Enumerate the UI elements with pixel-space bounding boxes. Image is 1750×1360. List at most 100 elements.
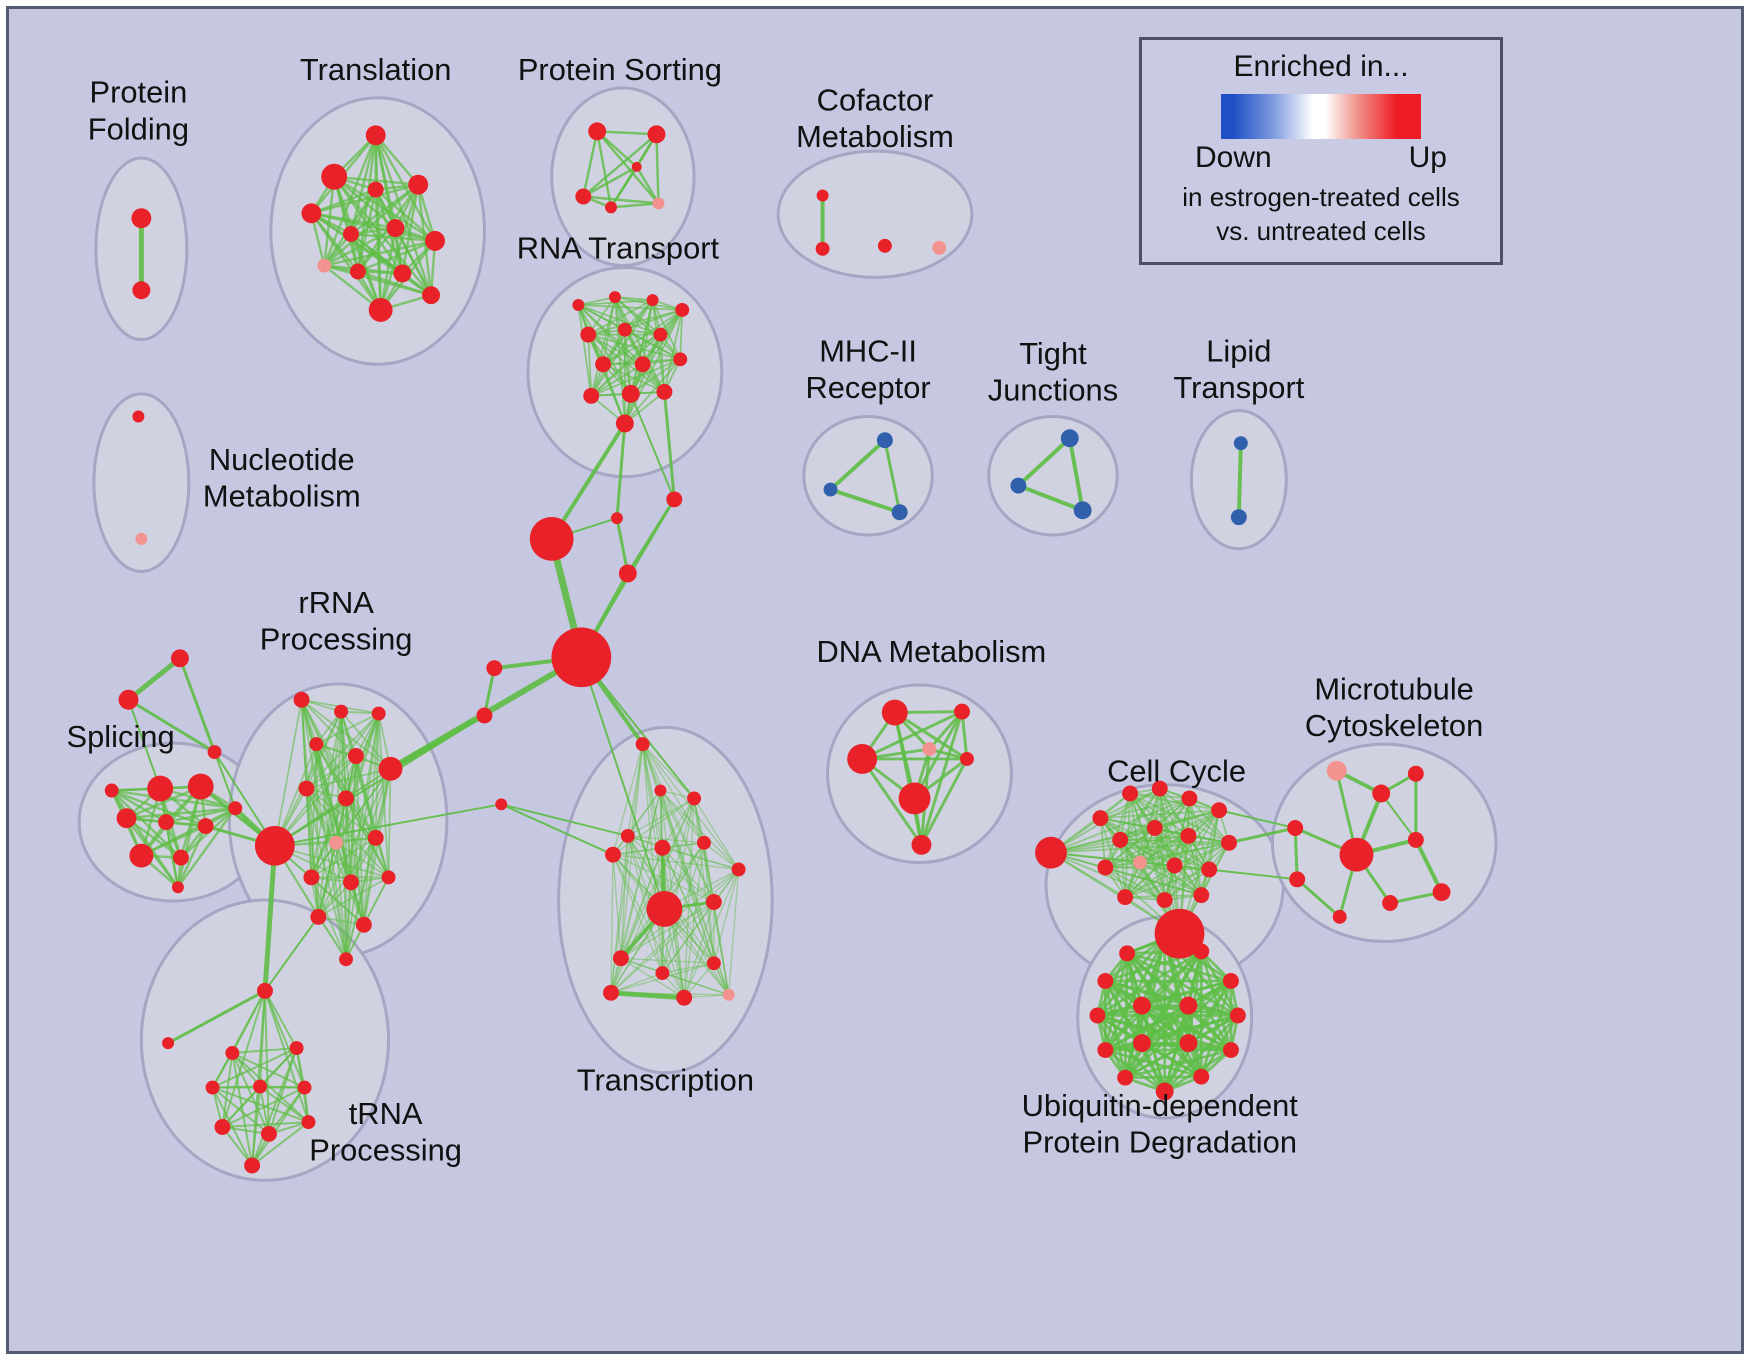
network-node-dn5[interactable] [959,751,974,766]
network-node-cc17[interactable] [1193,887,1210,904]
network-node-dn7[interactable] [911,834,932,855]
network-node-mh3[interactable] [891,504,908,521]
network-node-sp2[interactable] [187,773,214,800]
network-node-tc8[interactable] [731,862,746,877]
network-node-tc5[interactable] [605,846,621,863]
network-node-cf1[interactable] [816,189,829,202]
network-node-cn4[interactable] [618,564,637,583]
network-node-rr8[interactable] [338,790,354,807]
network-node-ub15[interactable] [1132,1034,1151,1053]
network-node-ps4[interactable] [605,201,617,214]
network-node-tr12[interactable] [368,298,393,322]
network-node-pf2[interactable] [132,281,151,300]
network-node-ub16[interactable] [1179,1034,1198,1053]
network-node-tg1[interactable] [170,649,189,668]
network-node-cf4[interactable] [932,240,947,255]
network-node-tj2[interactable] [1010,477,1027,494]
network-node-tr2[interactable] [321,163,348,190]
network-node-sp9[interactable] [104,783,119,798]
network-node-ub12[interactable] [1155,1082,1174,1101]
network-node-rr7[interactable] [298,780,315,797]
network-node-tr6[interactable] [343,226,359,242]
network-node-rt11[interactable] [583,387,600,404]
network-node-ub13[interactable] [1132,996,1151,1015]
network-node-rr15[interactable] [355,916,372,933]
network-node-cc4[interactable] [1151,780,1168,797]
network-node-tj3[interactable] [1073,501,1092,520]
network-node-tn2[interactable] [225,1046,240,1060]
network-node-mt6[interactable] [1407,831,1424,848]
network-node-tc6[interactable] [654,839,671,856]
network-node-cn7[interactable] [495,798,508,811]
network-node-cn3[interactable] [610,512,623,525]
network-node-mh1[interactable] [876,432,893,449]
network-node-ub4[interactable] [1097,972,1114,989]
network-node-cc9[interactable] [1180,827,1197,844]
network-node-sp8[interactable] [228,801,243,816]
network-node-sp5[interactable] [197,818,214,835]
network-node-rr2[interactable] [334,704,349,719]
network-node-rr16[interactable] [339,952,354,967]
network-node-tn5[interactable] [253,1079,267,1094]
network-node-mt8[interactable] [1382,895,1399,911]
network-node-rt3[interactable] [646,294,659,307]
network-node-tr1[interactable] [365,125,386,146]
network-node-dn3[interactable] [847,744,878,774]
network-node-sp7[interactable] [172,849,189,866]
network-node-ub11[interactable] [1193,1068,1210,1085]
network-node-mt1[interactable] [1326,760,1347,781]
network-node-tc7[interactable] [696,835,711,850]
network-node-rr1[interactable] [293,691,310,708]
network-node-cn6[interactable] [476,707,493,724]
network-node-rt6[interactable] [617,322,632,337]
network-node-cf2[interactable] [815,241,830,256]
network-node-rt13[interactable] [656,383,673,400]
network-node-ub9[interactable] [1222,1042,1239,1059]
network-node-pf1[interactable] [131,208,152,229]
network-node-ub2[interactable] [1119,945,1136,962]
network-node-rt7[interactable] [653,327,668,342]
network-node-rt10[interactable] [673,352,688,367]
network-node-sp3[interactable] [116,808,137,829]
network-node-tc11[interactable] [655,966,670,981]
network-node-tr9[interactable] [317,258,332,273]
network-node-dn4[interactable] [922,742,937,757]
network-node-cc7[interactable] [1112,831,1129,848]
network-node-tc13[interactable] [603,984,619,1001]
network-node-cc2[interactable] [1092,810,1109,827]
network-node-tg3[interactable] [207,745,222,760]
network-node-ps5[interactable] [652,197,665,210]
network-node-ps3[interactable] [575,188,592,205]
network-node-cc15[interactable] [1117,889,1134,906]
network-node-mt9[interactable] [1289,871,1306,888]
network-node-tc15[interactable] [722,988,735,1001]
network-node-tr7[interactable] [386,219,405,238]
network-node-ub8[interactable] [1097,1042,1114,1059]
network-node-tr4[interactable] [367,181,384,198]
network-node-tc12[interactable] [706,956,721,971]
network-node-tr8[interactable] [425,230,445,251]
network-node-dn6[interactable] [898,782,931,815]
network-node-rrhub[interactable] [254,825,295,866]
network-node-ub14[interactable] [1179,996,1198,1015]
network-node-mt7[interactable] [1432,883,1451,902]
network-node-sp6[interactable] [129,843,154,868]
network-node-cc14[interactable] [1201,861,1218,878]
network-node-cc3[interactable] [1122,785,1139,802]
network-node-rr10[interactable] [367,829,384,846]
network-node-cc16[interactable] [1156,892,1173,909]
network-node-dn1[interactable] [881,699,908,726]
network-node-cc1[interactable] [1035,836,1067,869]
network-node-cc13[interactable] [1166,857,1183,874]
network-node-ub10[interactable] [1117,1069,1134,1086]
network-node-rr4[interactable] [309,737,324,752]
network-node-rt12[interactable] [621,384,640,403]
network-node-ub1[interactable] [1155,929,1174,948]
network-node-sp4[interactable] [158,814,175,831]
network-node-tc3[interactable] [687,791,702,806]
network-node-rt1[interactable] [572,299,585,312]
network-node-tr3[interactable] [301,203,322,224]
network-node-rt8[interactable] [595,356,612,373]
network-node-nm2[interactable] [135,532,148,545]
network-node-ub3[interactable] [1193,943,1210,960]
